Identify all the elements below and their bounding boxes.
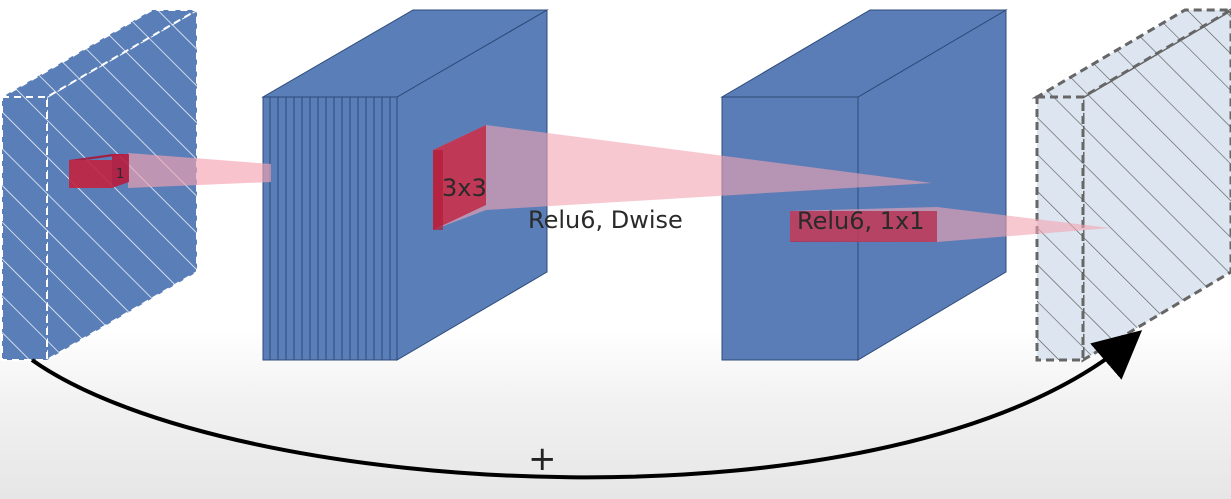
input-tensor (0, 8, 201, 362)
kernel-1x1-second (790, 211, 937, 242)
label-one: 1 (116, 167, 124, 182)
output-tensor (1031, 8, 1231, 363)
kernel-3x3 (433, 125, 486, 230)
label-kernel-3x3: 3x3 (442, 174, 487, 202)
skip-connection-arrow (30, 330, 1143, 480)
projection-1x1-expand (128, 153, 271, 188)
kernel-1x1-first (69, 154, 129, 188)
label-relu6-dwise: Relu6, Dwise (528, 206, 683, 234)
projection-3x3-dwise (433, 125, 932, 230)
label-relu6-1x1: Relu6, 1x1 (797, 207, 925, 235)
plus-sign: + (528, 439, 557, 479)
